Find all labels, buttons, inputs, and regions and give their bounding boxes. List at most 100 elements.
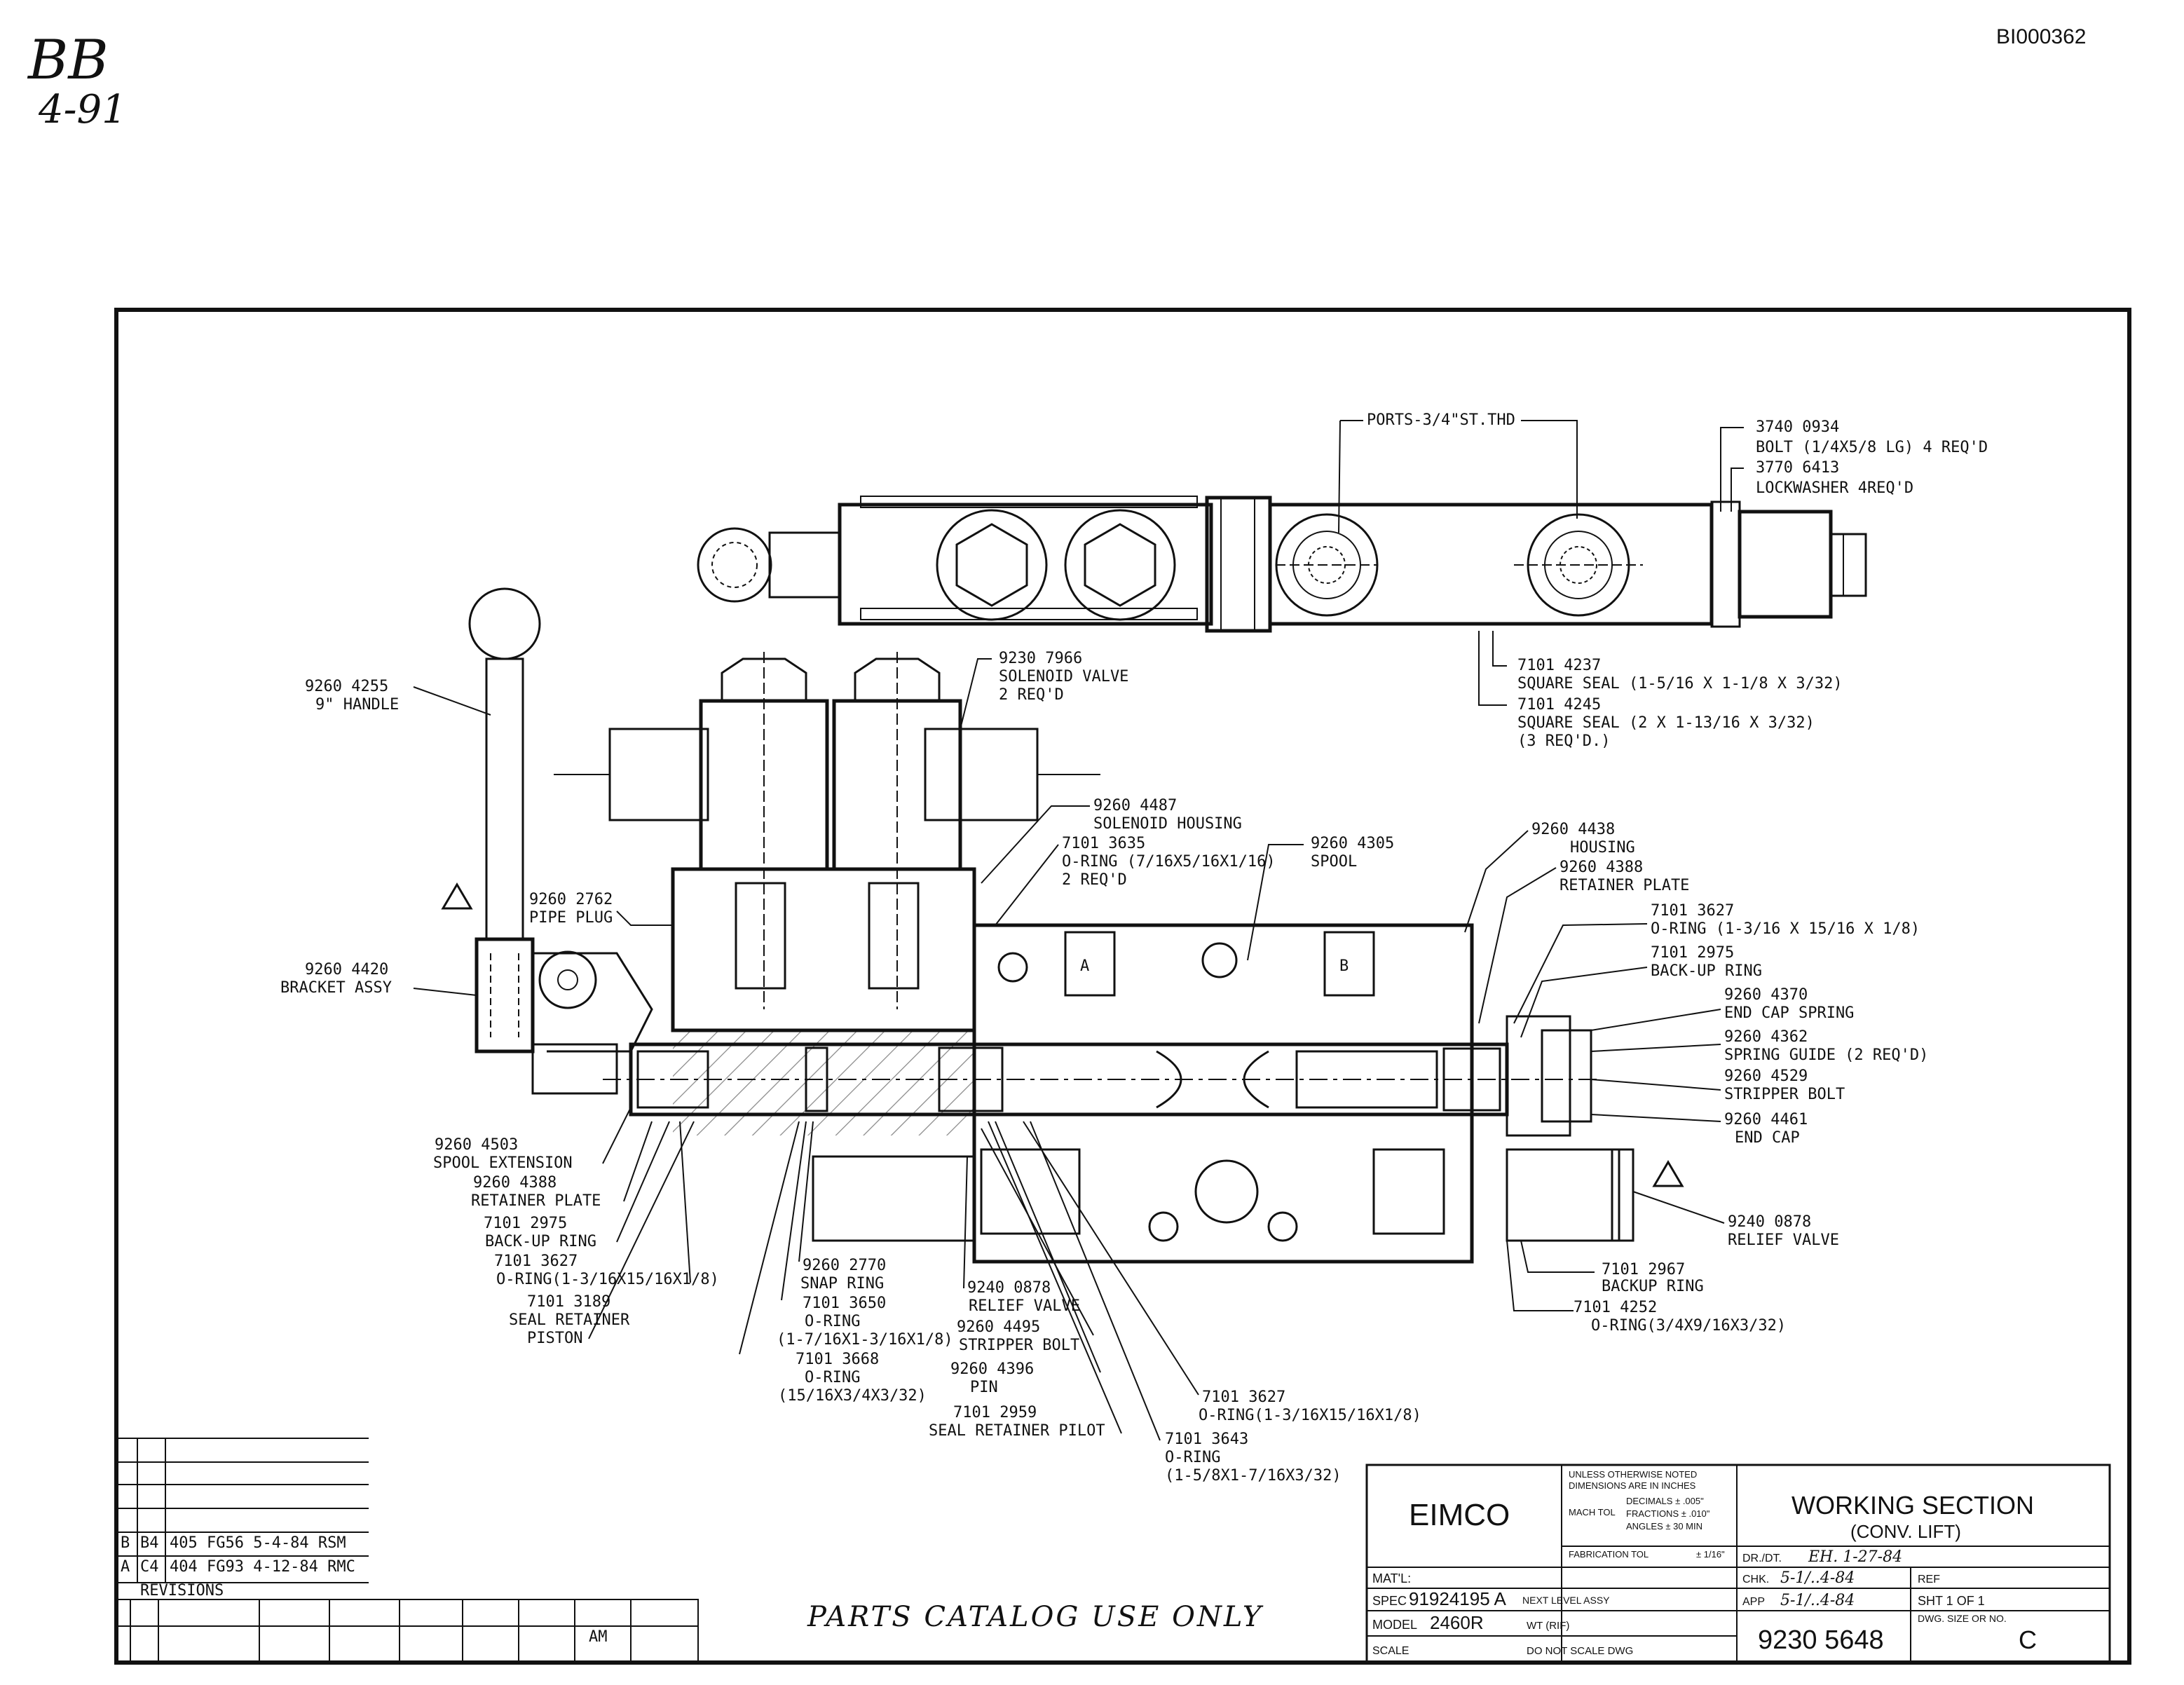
drawing-number: 9230 5648: [1758, 1625, 1884, 1655]
scale-label: SCALE: [1372, 1645, 1409, 1657]
callout-sqseal1-desc: SQUARE SEAL (1-5/16 X 1-1/8 X 3/32): [1517, 675, 1843, 693]
port-a-label: A: [1080, 957, 1089, 975]
spec-value: 91924195 A: [1409, 1588, 1506, 1609]
callout-oring-e-num: 7101 3668: [796, 1351, 879, 1368]
callout-sealret-pilot-desc: SEAL RETAINER PILOT: [929, 1422, 1105, 1440]
callout-pipeplug-num: 9260 2762: [529, 891, 613, 908]
callout-oring-b-num: 7101 3627: [1651, 902, 1734, 920]
callout-oring-c-num: 7101 4252: [1574, 1299, 1657, 1316]
callout-spoolext-num: 9260 4503: [435, 1136, 518, 1154]
tol-decimals: DECIMALS ± .005": [1626, 1496, 1704, 1506]
revision-block: B B4 405 FG56 5-4-84 RSM A C4 404 FG93 4…: [116, 1438, 699, 1663]
callout-relief-m-num: 9240 0878: [967, 1279, 1051, 1297]
callout-retplate-l-num: 9260 4388: [473, 1174, 557, 1192]
revision-a-zone: C4: [140, 1558, 159, 1576]
callout-handle-desc: 9" HANDLE: [315, 696, 399, 714]
callout-stripper-r-desc: STRIPPER BOLT: [1724, 1086, 1845, 1103]
callout-labels: PORTS-3/4"ST.THD 3740 0934 BOLT (1/4X5/8…: [280, 411, 1988, 1485]
callout-springguide-num: 9260 4362: [1724, 1028, 1808, 1046]
callout-lockwasher-desc: LOCKWASHER 4REQ'D: [1756, 479, 1913, 497]
revision-flag-icon: [441, 882, 473, 910]
handwritten-date: 4-91: [38, 87, 127, 132]
callout-oring-g-desc2: (1-5/8X1-7/16X3/32): [1165, 1467, 1342, 1485]
callout-oring-d-desc2: (1-7/16X1-3/16X1/8): [777, 1331, 953, 1349]
callout-oring-d-desc1: O-RING: [805, 1313, 860, 1330]
callout-bracket-desc: BRACKET ASSY: [280, 979, 392, 997]
callout-oring-f-desc: O-RING(1-3/16X15/16X1/8): [1199, 1407, 1421, 1424]
sheet-label: SHT 1 OF 1: [1918, 1594, 1985, 1608]
callout-retplate-r-desc: RETAINER PLATE: [1559, 877, 1689, 894]
revision-sig-am: AM: [589, 1628, 608, 1646]
callout-sealret-piston-num: 7101 3189: [527, 1293, 610, 1311]
callout-lockwasher-num: 3770 6413: [1756, 459, 1839, 477]
app-label: APP: [1742, 1596, 1765, 1608]
callout-oring-d-num: 7101 3650: [803, 1295, 886, 1312]
callout-sqseal1-num: 7101 4237: [1517, 657, 1601, 674]
callout-oring-a-desc: O-RING (7/16X5/16X1/16): [1062, 853, 1276, 871]
dwg-size-label: DWG. SIZE OR NO.: [1918, 1613, 2007, 1624]
wt-label: WT (RIF): [1527, 1620, 1569, 1632]
callout-sqseal2-desc: SQUARE SEAL (2 X 1-13/16 X 3/32): [1517, 714, 1815, 732]
spec-label: SPEC: [1372, 1594, 1407, 1608]
callout-relief-r-num: 9240 0878: [1728, 1213, 1811, 1231]
callout-sealret-piston-desc2: PISTON: [527, 1330, 582, 1347]
callout-endcap-num: 9260 4461: [1724, 1111, 1808, 1128]
port-b-label: B: [1339, 957, 1349, 975]
revision-b-text: 405 FG56 5-4-84 RSM: [170, 1534, 346, 1552]
dr-value: EH. 1-27-84: [1808, 1548, 1902, 1566]
revision-b-zone: B4: [140, 1534, 159, 1552]
callout-endcapspring-desc: END CAP SPRING: [1724, 1004, 1854, 1022]
callout-spoolext-desc: SPOOL EXTENSION: [433, 1154, 573, 1172]
app-value: 5-1/..4-84: [1780, 1592, 1855, 1609]
revision-flag-icon: [1652, 1160, 1684, 1187]
drawing-title-2: (CONV. LIFT): [1850, 1521, 1961, 1542]
callout-solvalve-num: 9230 7966: [999, 650, 1082, 667]
callout-relief-m-desc: RELIEF VALVE: [969, 1297, 1080, 1315]
callout-backup-l-desc: BACK-UP RING: [485, 1233, 596, 1250]
callout-bolt-num: 3740 0934: [1756, 418, 1839, 436]
callout-sealret-piston-desc1: SEAL RETAINER: [509, 1311, 630, 1329]
fab-tol-value: ± 1/16": [1696, 1549, 1725, 1560]
callout-retplate-r-num: 9260 4388: [1559, 859, 1643, 876]
callout-stripper-m-num: 9260 4495: [957, 1318, 1040, 1336]
ref-label: REF: [1918, 1574, 1940, 1585]
callout-oring-g-desc1: O-RING: [1165, 1449, 1220, 1466]
revision-a-letter: A: [121, 1558, 130, 1576]
callout-solhousing-desc: SOLENOID HOUSING: [1093, 815, 1242, 833]
drawing-size: C: [2019, 1625, 2037, 1654]
callout-relief-r-desc: RELIEF VALVE: [1728, 1232, 1839, 1249]
callout-spool-desc: SPOOL: [1311, 853, 1357, 871]
callout-sqseal2-qty: (3 REQ'D.): [1517, 732, 1610, 750]
do-not-scale: DO NOT SCALE DWG: [1527, 1645, 1633, 1657]
callout-ports: PORTS-3/4"ST.THD: [1367, 411, 1515, 429]
revision-b-letter: B: [121, 1534, 130, 1552]
chk-value: 5-1/..4-84: [1780, 1569, 1855, 1587]
callout-backup-l-num: 7101 2975: [484, 1215, 567, 1232]
callout-oring-b-desc: O-RING (1-3/16 X 15/16 X 1/8): [1651, 920, 1920, 938]
callout-oring-c-desc: O-RING(3/4X9/16X3/32): [1591, 1317, 1786, 1335]
tol-note-1: UNLESS OTHERWISE NOTED: [1569, 1469, 1697, 1480]
callout-oring-l-num: 7101 3627: [494, 1253, 578, 1270]
callout-bracket-num: 9260 4420: [305, 961, 388, 978]
callout-sqseal2-num: 7101 4245: [1517, 696, 1601, 714]
model-value: 2460R: [1430, 1612, 1484, 1633]
callout-springguide-desc: SPRING GUIDE (2 REQ'D): [1724, 1046, 1928, 1064]
matl-label: MAT'L:: [1372, 1571, 1411, 1585]
callout-housing-num: 9260 4438: [1531, 821, 1615, 838]
callout-snapring-num: 9260 2770: [803, 1257, 886, 1274]
parts-catalog-note: PARTS CATALOG USE ONLY: [807, 1601, 1264, 1633]
document-id: BI000362: [1996, 25, 2086, 48]
callout-oring-e-desc1: O-RING: [805, 1369, 860, 1386]
callout-bolt-desc: BOLT (1/4X5/8 LG) 4 REQ'D: [1756, 439, 1988, 456]
dr-label: DR./DT.: [1742, 1553, 1782, 1564]
section-view: A B: [468, 587, 1634, 1264]
callout-stripper-r-num: 9260 4529: [1724, 1067, 1808, 1085]
fab-tol: FABRICATION TOL: [1569, 1549, 1649, 1560]
callout-stripper-m-desc: STRIPPER BOLT: [959, 1337, 1079, 1354]
chk-label: CHK.: [1742, 1574, 1769, 1585]
next-level-assy: NEXT LEVEL ASSY: [1522, 1595, 1610, 1606]
callout-pin-desc: PIN: [970, 1379, 998, 1396]
callout-oring-e-desc2: (15/16X3/4X3/32): [778, 1387, 927, 1405]
callout-oring-l-desc: O-RING(1-3/16X15/16X1/8): [496, 1271, 719, 1288]
